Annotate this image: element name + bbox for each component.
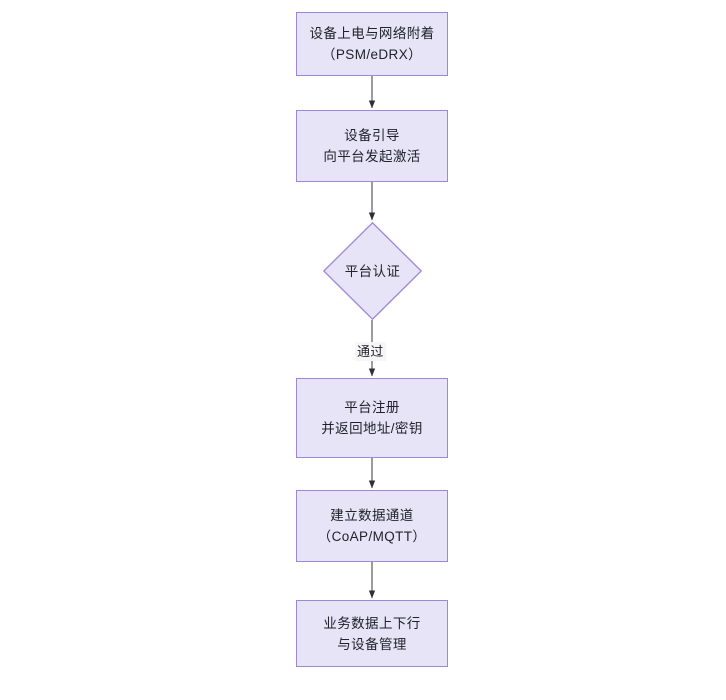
node-text-line: 设备引导 [344, 128, 400, 143]
node-text-line: （CoAP/MQTT） [317, 529, 427, 544]
node-text-line: 设备上电与网络附着 [309, 26, 435, 41]
node-platform-registration[interactable]: 平台注册 并返回地址/密钥 [296, 378, 448, 458]
node-business-data-and-device-management[interactable]: 业务数据上下行 与设备管理 [296, 600, 448, 667]
edge-label-pass: 通过 [355, 342, 386, 361]
node-text-line: 建立数据通道 [330, 508, 414, 523]
node-text-line: 平台注册 [344, 400, 400, 415]
node-text-line: （PSM/eDRX） [321, 47, 423, 62]
node-device-power-on[interactable]: 设备上电与网络附着 （PSM/eDRX） [296, 12, 448, 76]
node-text-wrap: 平台认证 [345, 261, 401, 282]
diamond-shape-icon [323, 222, 422, 320]
node-device-bootstrap[interactable]: 设备引导 向平台发起激活 [296, 110, 448, 182]
node-platform-auth-decision[interactable]: 平台认证 [323, 222, 422, 320]
node-text-line: 业务数据上下行 [323, 615, 421, 631]
node-text-line: 向平台发起激活 [323, 149, 421, 164]
node-text-line: 并返回地址/密钥 [321, 421, 423, 436]
node-text-line: 平台认证 [344, 263, 401, 279]
node-text-line: 与设备管理 [337, 636, 407, 652]
node-establish-data-channel[interactable]: 建立数据通道 （CoAP/MQTT） [296, 490, 448, 562]
